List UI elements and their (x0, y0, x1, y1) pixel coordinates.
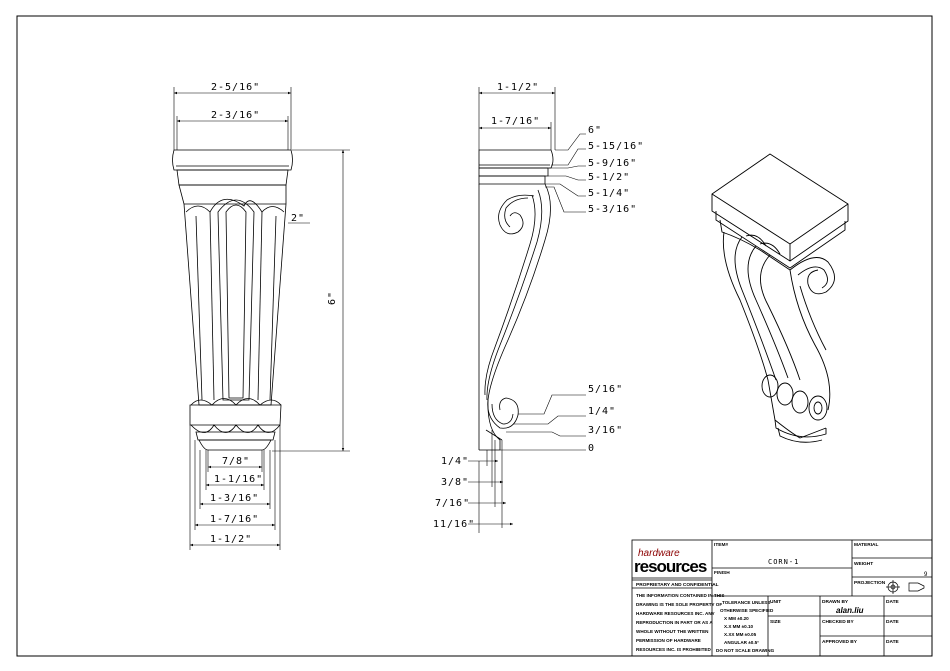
projection-symbol (886, 580, 925, 594)
date-label-1: DATE (886, 599, 900, 605)
dim-front-overall-width: 2-5/16" (211, 82, 260, 93)
front-view-dimensions (173, 87, 350, 550)
dim-front-height: 6" (327, 291, 338, 305)
dim-side-top-width: 1-7/16" (491, 116, 540, 127)
side-view-dimensions (468, 87, 586, 533)
dim-front-bottom-5: 1-1/2" (210, 534, 252, 545)
front-view-labels: 2-5/16" 2-3/16" 2" 6" 7/8" 1-1/16" 1-3/1… (210, 82, 338, 545)
notice-line-1: THE INFORMATION CONTAINED IN THIS (636, 593, 724, 598)
notice-line-2: DRAWING IS THE SOLE PROPERTY OF (636, 602, 722, 607)
tolerance-line-5: X.XX MM ±0.05 (724, 632, 757, 637)
dim-side-bottom-h4: 0 (588, 443, 595, 454)
dim-side-height-4: 5-1/2" (588, 172, 630, 183)
dim-side-bottom-w1: 1/4" (441, 456, 469, 467)
size-label: SIZE (770, 619, 781, 625)
dim-front-depth: 2" (291, 213, 305, 224)
date-label-3: DATE (886, 639, 900, 645)
tolerance-line-4: X.X MM ±0.10 (724, 624, 754, 629)
tolerance-line-2: OTHERWISE SPECIFIED (720, 608, 774, 613)
dim-side-bottom-w2: 3/8" (441, 477, 469, 488)
date-label-2: DATE (886, 619, 900, 625)
dim-front-bottom-4: 1-7/16" (210, 514, 259, 525)
dim-side-bottom-h1: 5/16" (588, 384, 623, 395)
dim-front-bottom-2: 1-1/16" (214, 474, 263, 485)
dim-side-bottom-w3: 7/16" (435, 498, 470, 509)
checked-by-label: CHECKED BY (822, 619, 855, 625)
notice-line-4: REPRODUCTION IN PART OR AS A (636, 620, 713, 625)
weight-label: WEIGHT (854, 561, 873, 567)
tolerance-line-3: X MM ±0.20 (724, 616, 749, 621)
item-label: ITEM# (714, 542, 728, 548)
front-view (172, 149, 293, 451)
dim-side-height-3: 5-9/16" (588, 158, 637, 169)
tolerance-line-7: DO NOT SCALE DRAWING (716, 648, 775, 653)
brand-top: hardware (638, 548, 680, 559)
dim-front-bottom-1: 7/8" (222, 456, 250, 467)
dim-front-top-width: 2-3/16" (211, 110, 260, 121)
dim-side-height-2: 5-15/16" (588, 141, 644, 152)
weight-value: 9 (924, 572, 928, 578)
material-label: MATERIAL (854, 542, 878, 548)
side-view-labels: 1-1/2" 1-7/16" 6" 5-15/16" 5-9/16" 5-1/2… (433, 82, 644, 530)
dim-side-height-5: 5-1/4" (588, 188, 630, 199)
dim-side-height-1: 6" (588, 125, 602, 136)
sheet-border (16, 15, 933, 657)
title-block (631, 539, 933, 657)
notice-line-3: HARDWARE RESOURCES INC. ANY (636, 611, 715, 616)
dim-side-height-6: 5-3/16" (588, 204, 637, 215)
tolerance-line-1: TOLERANCE UNLESS (722, 600, 770, 605)
proprietary-label: PROPRIETARY AND CONFIDENTIAL (636, 582, 719, 588)
dim-side-bottom-h2: 1/4" (588, 406, 616, 417)
finish-label: FINISH (714, 570, 730, 576)
notice-line-6: PERMISSION OF HARDWARE (636, 638, 701, 643)
dim-side-bottom-h3: 3/16" (588, 425, 623, 436)
drawn-by-value: alan.liu (836, 606, 864, 615)
notice-line-5: WHOLE WITHOUT THE WRITTEN (636, 629, 709, 634)
projection-label: PROJECTION (854, 580, 886, 586)
drawn-by-label: DRAWN BY (822, 599, 849, 605)
dim-front-bottom-3: 1-3/16" (210, 493, 259, 504)
side-view (478, 149, 554, 451)
notice-line-7: RESOURCES INC. IS PROHIBITED (636, 647, 711, 652)
isometric-view (711, 153, 849, 443)
unit-label: UNIT (770, 599, 781, 605)
brand-logo: resources (634, 557, 707, 576)
dim-side-bottom-w4: 11/16" (433, 519, 475, 530)
approved-by-label: APPROVED BY (822, 639, 858, 645)
dim-side-overall-width: 1-1/2" (497, 82, 539, 93)
item-value: CORN-1 (768, 558, 799, 566)
title-block-text: hardware resources PROPRIETARY AND CONFI… (634, 542, 928, 653)
tolerance-line-6: ANGULAR ±0.5° (724, 640, 759, 645)
